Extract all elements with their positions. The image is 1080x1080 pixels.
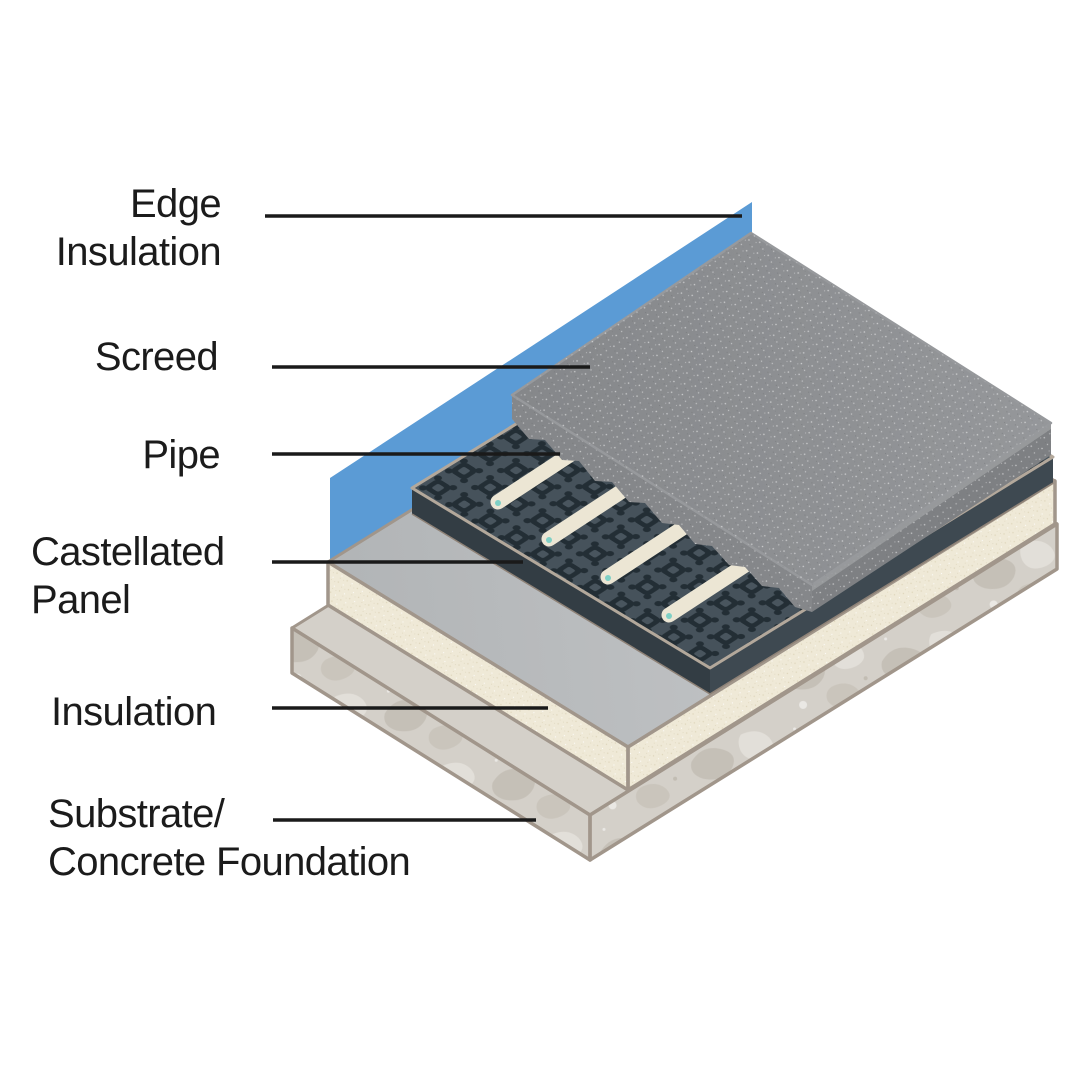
label-castellated-panel: Castellated Panel [31, 528, 225, 624]
pipe-2-bore [546, 537, 552, 543]
label-edge-insulation: Edge Insulation [55, 180, 222, 276]
label-castellated-panel-line2: Panel [31, 578, 131, 622]
pipe-1-bore [495, 500, 501, 506]
screed-layer [510, 231, 1053, 612]
label-substrate-line2: Concrete Foundation [48, 840, 411, 884]
panel-front-right-face [710, 457, 1053, 694]
label-substrate-line1: Substrate/ [48, 792, 225, 836]
label-insulation-line1: Insulation [51, 690, 217, 734]
leader-lines [265, 214, 742, 822]
label-substrate: Substrate/ Concrete Foundation [48, 790, 411, 886]
label-pipe: Pipe [142, 431, 220, 479]
label-screed-line1: Screed [94, 335, 219, 379]
label-pipe-line1: Pipe [142, 433, 220, 477]
label-screed: Screed [94, 333, 219, 381]
label-edge-insulation-line1: Edge [129, 182, 222, 226]
pipe-4-bore [666, 613, 672, 619]
pipe-3-bore [605, 575, 611, 581]
label-edge-insulation-line2: Insulation [55, 230, 222, 274]
label-insulation: Insulation [51, 688, 217, 736]
panel-front-left-face [412, 488, 710, 694]
label-castellated-panel-line1: Castellated [31, 530, 225, 574]
